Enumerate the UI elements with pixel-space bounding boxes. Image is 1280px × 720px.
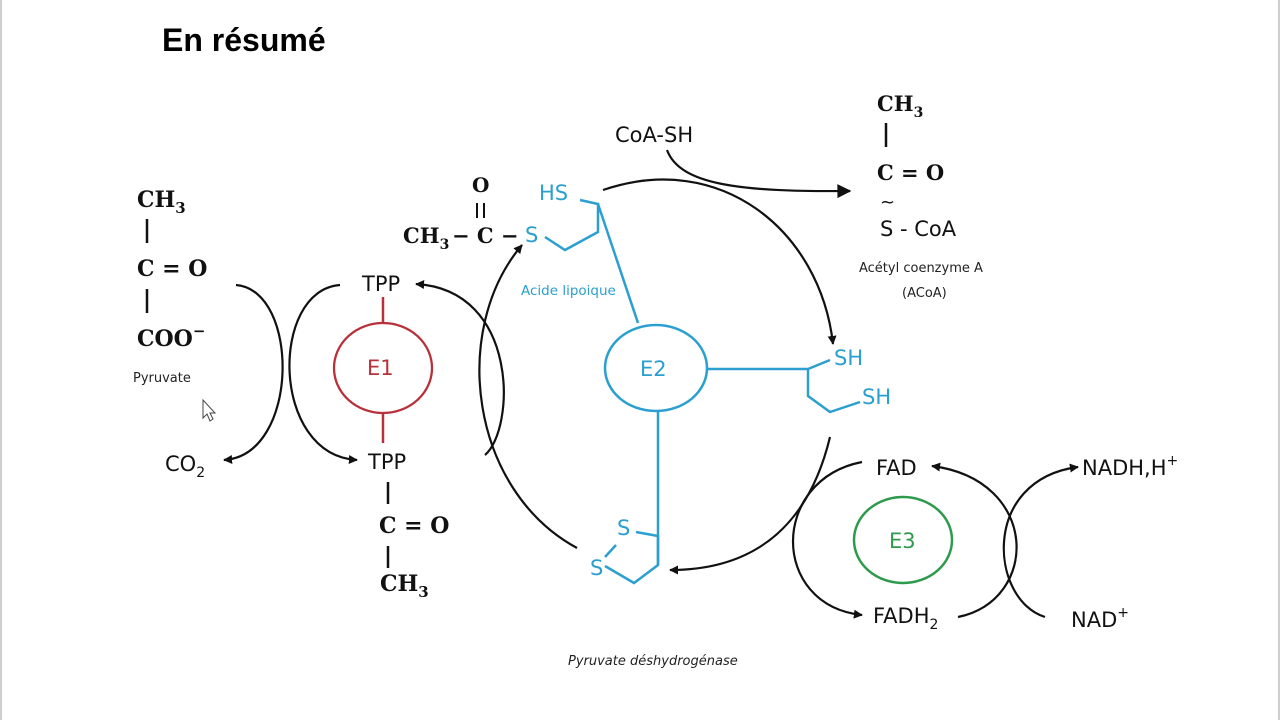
acetyl-coa-structure: CH3 C = O ~ S - CoA Acétyl coenzyme A (A…: [859, 91, 983, 301]
pyruvate-ch3: CH3: [137, 187, 186, 217]
lipoamide-chain-top: [544, 198, 600, 252]
mouse-pointer-icon: [202, 398, 217, 422]
nad-label: NAD+: [1071, 605, 1129, 632]
e2-label: E2: [640, 357, 667, 381]
coa-sh-label: CoA-SH: [615, 123, 693, 147]
hydroxyethyl-ch3: CH3: [380, 571, 429, 601]
tpp-bottom-label: TPP: [367, 450, 406, 474]
pyruvate-carboxylate: COO−: [137, 322, 205, 352]
acetyl-coa-carbonyl: C = O: [877, 160, 944, 185]
sh-top-label: SH: [834, 346, 863, 370]
slide-right-border: [1278, 0, 1280, 720]
e3-label: E3: [889, 529, 916, 553]
page-title: En résumé: [162, 22, 326, 58]
nadh-label: NADH,H+: [1082, 453, 1178, 480]
tpp-regeneration-arrow: [288, 283, 358, 465]
e1-group: TPP E1 TPP C = O CH3: [332, 272, 449, 601]
fad-reduction-arrow: [791, 460, 863, 619]
fadh2-oxidation-arrow: [931, 462, 1018, 619]
lipoamide-hs: HS: [539, 181, 568, 205]
acetyl-lipoamide-structure: O CH3 − C − S HS: [403, 173, 600, 253]
tpp-top-label: TPP: [361, 272, 400, 296]
pyruvate-label: Pyruvate: [133, 371, 191, 386]
dihydrolipoamide-structure: SH SH: [806, 346, 891, 414]
lipoic-acid-label: Acide lipoique: [521, 283, 616, 299]
nad-reduction-arrow: [1002, 463, 1079, 619]
sh-bottom-label: SH: [862, 385, 891, 409]
acetyl-transfer-arrow: [415, 279, 505, 456]
lipoamide-oxidation-arrow: [669, 436, 832, 575]
e3-group: FAD FADH2 E3 NADH,H+ NAD+: [791, 453, 1178, 633]
disulfide-ring: [604, 530, 660, 585]
e2-link-top: [596, 203, 640, 324]
fad-label: FAD: [876, 456, 917, 480]
acetyl-coa-s-coa: S - CoA: [880, 217, 957, 241]
e2-enzyme-circle: [603, 323, 709, 413]
disulfide-lipoamide-structure: S S: [590, 516, 660, 585]
pyruvate-carbonyl: C = O: [137, 256, 207, 282]
acetyl-ch3: CH3: [403, 223, 449, 253]
high-energy-bond: ~: [880, 192, 895, 213]
e3-enzyme-circle: [852, 495, 954, 585]
slide-left-border: [0, 0, 2, 720]
acetyl-carbon-bridge: − C −: [452, 223, 519, 248]
complex-caption: Pyruvate déshydrogénase: [568, 654, 738, 669]
disulfide-s-top: S: [617, 516, 630, 540]
acetyl-coa-label: Acétyl coenzyme A: [859, 261, 983, 276]
coa-transfer-arrow: [602, 178, 837, 345]
lipoamide-acetylation-arrow: [478, 244, 578, 549]
e1-label: E1: [367, 356, 394, 380]
coa-sh-to-acetyl-coa-arrow: [665, 149, 852, 199]
disulfide-s-bottom: S: [590, 556, 603, 580]
dihydrolipoamide-chain: [806, 358, 861, 414]
acetyl-oxygen: O: [472, 173, 489, 197]
acetyl-coa-abbrev: (ACoA): [902, 286, 947, 301]
fadh2-label: FADH2: [873, 604, 938, 633]
decarboxylation-arrow: [223, 283, 284, 464]
hydroxyethyl-carbonyl: C = O: [379, 513, 449, 539]
thioester-sulfur: S: [525, 223, 538, 247]
co2-label: CO2: [165, 452, 205, 481]
pyruvate-structure: CH3 C = O COO− Pyruvate: [133, 187, 207, 386]
acetyl-coa-ch3: CH3: [877, 91, 923, 121]
